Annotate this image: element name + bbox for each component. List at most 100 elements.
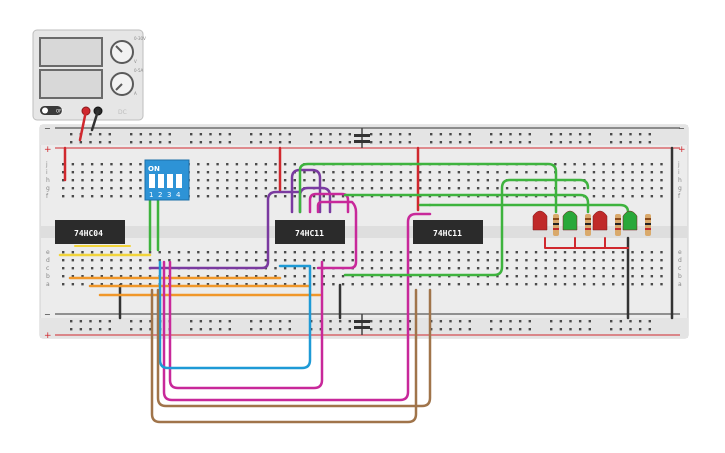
dip-toggle-1[interactable] [149,174,155,188]
wire-magenta-3[interactable] [316,200,358,270]
breadboard-hole [448,251,451,254]
wires[interactable] [58,109,674,424]
dip-toggle-4[interactable] [176,174,182,188]
breadboard-hole [206,163,210,166]
breadboard-hole [380,187,383,190]
breadboard-hole [621,267,625,270]
wire-magenta-2[interactable] [308,192,350,214]
row-letter-left: e [46,249,50,256]
breadboard-hole [312,251,316,254]
chip-74hc04[interactable]: 74HC04 [55,220,125,244]
wire-green-long-3[interactable] [343,178,590,277]
chip-74hc11-a[interactable]: 74HC11 [275,220,345,244]
wire-blue-1[interactable] [158,260,312,370]
breadboard-hole [235,275,239,278]
wire-magenta-1[interactable] [168,260,324,390]
breadboard-hole [563,251,567,254]
dip-number-3: 3 [167,191,171,199]
wire-purple-2[interactable] [290,168,322,214]
wire-red-led-1[interactable] [544,237,576,249]
wire-black-supply[interactable] [90,109,100,132]
breadboard-hole [149,320,152,323]
breadboard-hole [518,133,522,136]
wire-green-long-4[interactable] [428,203,630,214]
breadboard-hole [226,179,229,182]
breadboard-hole [476,171,480,174]
breadboard-hole [602,267,605,270]
breadboard-hole [419,179,422,182]
breadboard-hole [361,283,364,286]
breadboard-hole [468,141,471,144]
breadboard-hole [619,320,623,323]
breadboard-hole [448,283,451,286]
breadboard-hole [206,275,210,278]
breadboard-hole [269,133,272,136]
wire-magenta-4[interactable] [162,212,432,402]
breadboard-hole [550,141,553,144]
breadboard-hole [168,133,171,136]
breadboard-hole [168,259,171,262]
breadboard-hole [108,133,111,136]
led[interactable] [562,210,578,231]
breadboard-hole [389,328,392,331]
breadboard-hole [468,320,471,323]
capacitor-top[interactable] [354,128,370,148]
breadboard-hole [573,163,576,166]
breadboard-hole [119,267,123,270]
breadboard-hole [525,275,528,278]
breadboard-hole [409,283,412,286]
led[interactable] [532,210,548,231]
breadboard-hole [199,133,203,136]
wire-purple-1[interactable] [148,190,302,270]
wire-red-supply[interactable] [78,109,88,142]
breadboard-hole [448,259,451,262]
breadboard-hole [216,171,219,174]
breadboard-hole [499,320,503,323]
breadboard-hole [338,328,342,331]
breadboard-hole [428,283,432,286]
breadboard-hole [650,275,654,278]
breadboard-hole [486,267,489,270]
dip-toggle-2[interactable] [158,174,164,188]
breadboard-hole [544,283,547,286]
wire-red-led-3[interactable] [604,237,629,249]
breadboard-hole [108,141,111,144]
breadboard-hole [496,267,499,270]
dip-switch[interactable]: ON 1 2 3 4 [144,159,190,201]
resistor-band [645,228,651,230]
led[interactable] [622,210,638,231]
breadboard-hole [312,283,316,286]
wire-green-long-2[interactable] [343,193,590,214]
breadboard-hole [148,259,152,262]
wire-green-long-1[interactable] [298,162,558,214]
breadboard-hole [177,283,181,286]
breadboard-hole [467,283,470,286]
breadboard-hole [312,259,316,262]
led[interactable] [592,210,608,231]
breadboard-hole [139,187,142,190]
led-resistor-bank[interactable] [532,210,651,236]
breadboard-hole [621,179,625,182]
breadboard-hole [499,133,503,136]
chip-74hc11-b[interactable]: 74HC11 [413,220,483,244]
breadboard-hole [216,195,219,198]
capacitor-bottom[interactable] [354,314,370,335]
power-supply[interactable]: 0-30V V 0-5A A OFF DC [32,29,146,121]
breadboard-hole [129,283,132,286]
breadboard-hole [216,187,219,190]
breadboard-hole [158,141,162,144]
breadboard-hole [554,267,557,270]
breadboard-hole [100,171,103,174]
breadboard-hole [621,275,625,278]
wire-brown-1[interactable] [150,288,418,424]
breadboard-hole [269,141,272,144]
dip-toggle-3[interactable] [167,174,173,188]
breadboard-hole [259,320,263,323]
breadboard-hole [139,251,142,254]
wire-red-led-2[interactable] [574,237,606,249]
breadboard-hole [641,283,644,286]
row-letter-left: a [46,281,50,288]
breadboard-hole [515,187,518,190]
wire-brown-2[interactable] [156,288,432,408]
breadboard-hole [361,179,364,182]
